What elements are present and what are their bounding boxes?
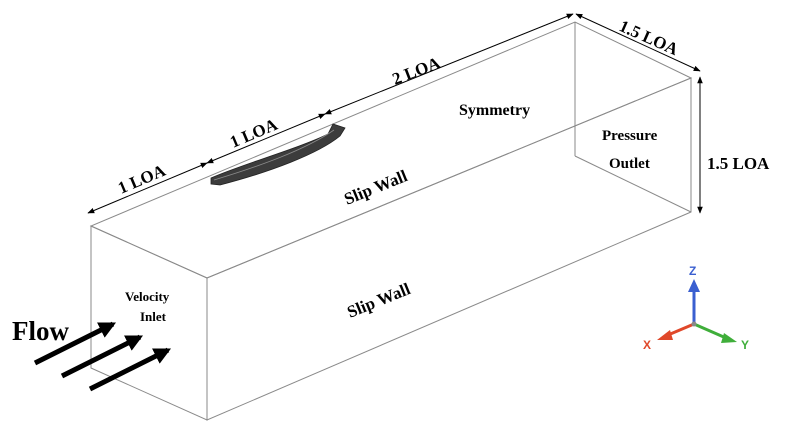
boundary-label-slip-wall-front: Slip Wall — [344, 279, 413, 322]
dim-label-hull-to-outlet: 2 LOA — [390, 53, 444, 89]
flow-arrow-2 — [60, 334, 144, 379]
z-axis-label: Z — [689, 264, 696, 278]
boundary-label-inlet: Inlet — [140, 309, 167, 324]
axis-triad: Z X Y — [643, 264, 749, 352]
back-bottom-edge — [574, 155, 692, 213]
dim-label-inlet-to-hull: 1 LOA — [115, 161, 169, 198]
x-axis-label: X — [643, 338, 651, 352]
dim-line-width — [575, 13, 701, 72]
y-axis-label: Y — [741, 338, 749, 352]
boundary-label-velocity: Velocity — [125, 289, 170, 304]
boundary-label-symmetry: Symmetry — [459, 102, 530, 119]
axis-origin — [691, 321, 697, 327]
dim-label-height: 1.5 LOA — [707, 154, 770, 173]
y-axis-arrowhead — [721, 333, 737, 343]
dim-line-hull-length — [206, 113, 326, 164]
flow-label: Flow — [12, 316, 69, 346]
z-axis-arrowhead — [688, 279, 700, 292]
domain-box — [89, 21, 693, 421]
flow-arrow-3 — [88, 347, 172, 392]
dim-label-hull-length: 1 LOA — [227, 115, 281, 152]
x-axis-arrowhead — [657, 330, 673, 340]
dim-line-hull-to-outlet — [324, 13, 574, 115]
boundary-label-slip-wall-top: Slip Wall — [341, 166, 410, 209]
boundary-label-pressure: Pressure — [602, 128, 658, 144]
y-axis-arrow — [693, 322, 727, 340]
dim-label-width: 1.5 LOA — [616, 16, 681, 59]
boundary-label-outlet: Outlet — [609, 156, 650, 172]
flow-arrow-1 — [33, 321, 117, 366]
dim-line-inlet-to-hull — [87, 162, 208, 214]
top-face — [89, 21, 693, 279]
x-axis-arrow — [667, 322, 695, 337]
